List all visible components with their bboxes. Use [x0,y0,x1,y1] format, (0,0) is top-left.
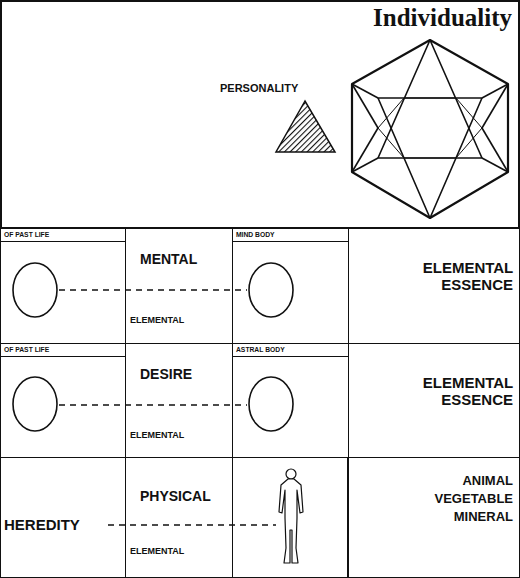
header-label: MIND BODY [233,229,348,242]
grid-cell: HEREDITY [0,457,126,578]
grid-cell: ASTRAL BODY [232,343,349,458]
element-sub: ELEMENTAL [130,546,184,556]
essence-label: ELEMENTAL ESSENCE [423,374,513,409]
header-label: OF PAST LIFE [1,229,125,242]
title-panel: IndividualityPERSONALITY [0,0,520,229]
element-name: MENTAL [140,251,197,267]
element-sub: ELEMENTAL [130,430,184,440]
grid-cell: OF PAST LIFE [0,228,126,344]
figure-cell [233,458,348,578]
grid-cell: DESIRE ELEMENTAL [125,343,233,458]
individuality-title: Individuality [373,4,512,33]
individuality-polyhedron [352,40,508,218]
personality-triangle [276,101,335,152]
grid-cell: ELEMENTAL ESSENCE [348,228,520,344]
dashed-link [59,289,247,291]
personality-label: PERSONALITY [220,82,298,95]
grid-cell: ANIMAL VEGETABLE MINERAL [348,457,520,578]
grid-cell: MENTAL ELEMENTAL [125,228,233,344]
kingdom-label: ANIMAL VEGETABLE MINERAL [435,472,513,527]
dashed-link [59,404,247,406]
grid-cell: MIND BODY [232,228,349,344]
element-sub: ELEMENTAL [130,315,184,325]
heredity-label: HEREDITY [4,516,80,533]
grid-cell: PHYSICAL ELEMENTAL [125,457,233,578]
header-label: ASTRAL BODY [233,344,348,357]
human-figure [279,469,303,563]
grid-cell: ELEMENTAL ESSENCE [348,343,520,458]
essence-label: ELEMENTAL ESSENCE [423,259,513,294]
element-name: DESIRE [140,366,192,382]
element-name: PHYSICAL [140,488,211,504]
header-label: OF PAST LIFE [1,344,125,357]
grid-cell: OF PAST LIFE [0,343,126,458]
dashed-link [108,524,276,526]
